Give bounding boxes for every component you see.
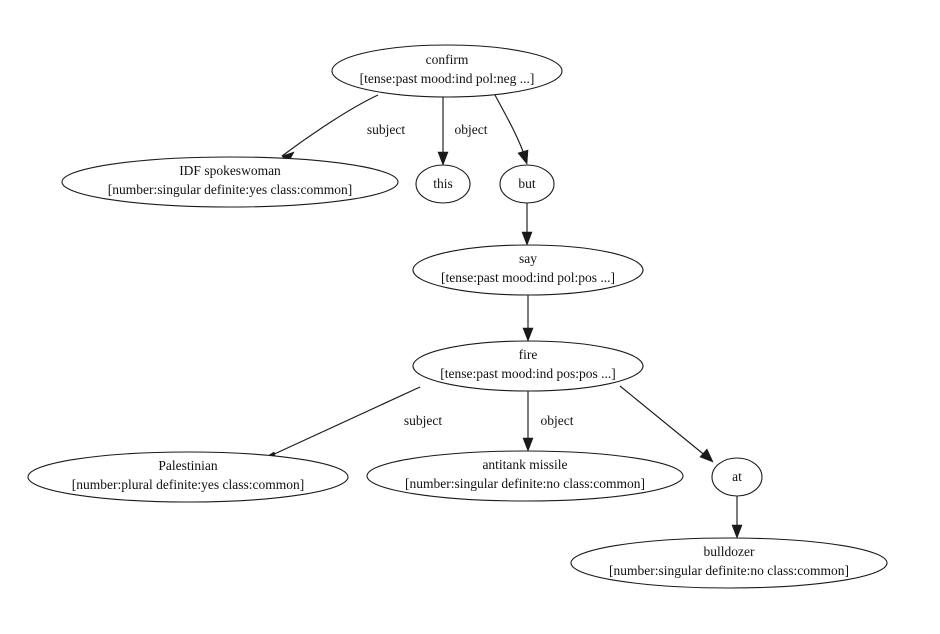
edges-layer: subject object subject object	[262, 94, 743, 539]
arrowhead-icon	[522, 327, 534, 342]
node-features: [number:singular definite:no class:commo…	[609, 563, 849, 578]
edge-at-bulldozer	[731, 496, 743, 539]
node-title: fire	[519, 347, 538, 362]
edge-fire-subject-palestinian: subject	[262, 386, 442, 463]
node-palestinian[interactable]: Palestinian [number:plural definite:yes c…	[27, 451, 349, 503]
node-title: this	[433, 176, 453, 191]
arrowhead-icon	[517, 149, 529, 165]
edge-label: object	[455, 122, 488, 137]
node-features: [tense:past mood:ind pos:pos ...]	[440, 366, 616, 381]
node-ellipse[interactable]	[61, 156, 399, 208]
arrowhead-icon	[521, 231, 533, 246]
edge-line	[281, 94, 379, 157]
node-ellipse[interactable]	[27, 451, 349, 503]
node-ellipse[interactable]	[412, 244, 644, 296]
node-bulldozer[interactable]: bulldozer [number:singular definite:no cl…	[570, 537, 888, 589]
node-ellipse[interactable]	[331, 44, 563, 98]
node-fire[interactable]: fire [tense:past mood:ind pos:pos ...]	[412, 340, 644, 392]
node-but[interactable]: but	[499, 164, 555, 204]
node-ellipse[interactable]	[366, 450, 684, 502]
node-say[interactable]: say [tense:past mood:ind pol:pos ...]	[412, 244, 644, 296]
node-features: [tense:past mood:ind pol:neg ...]	[360, 71, 535, 86]
edge-confirm-object-this: object	[437, 97, 488, 166]
node-this[interactable]: this	[415, 164, 471, 204]
node-antitank_missile[interactable]: antitank missile [number:singular definit…	[366, 450, 684, 502]
edge-label: subject	[367, 122, 405, 137]
arrowhead-icon	[699, 448, 714, 463]
node-features: [number:plural definite:yes class:common…	[72, 477, 304, 492]
edge-fire-at	[619, 385, 714, 463]
node-idf_spokeswoman[interactable]: IDF spokeswoman [number:singular definite…	[61, 156, 399, 208]
arrowhead-icon	[522, 437, 534, 452]
edge-label: subject	[404, 413, 442, 428]
node-confirm[interactable]: confirm [tense:past mood:ind pol:neg ...]	[331, 44, 563, 98]
node-ellipse[interactable]	[415, 164, 471, 204]
edge-line	[269, 386, 421, 457]
edge-say-fire	[522, 295, 534, 342]
edge-but-say	[521, 203, 533, 246]
node-title: antitank missile	[482, 457, 567, 472]
node-at[interactable]: at	[711, 457, 763, 497]
node-title: bulldozer	[704, 544, 755, 559]
node-title: but	[518, 176, 536, 191]
node-features: [tense:past mood:ind pol:pos ...]	[441, 270, 615, 285]
edge-fire-object-antitank: object	[522, 391, 574, 452]
nodes-layer: confirm [tense:past mood:ind pol:neg ...]…	[27, 44, 888, 589]
node-ellipse[interactable]	[412, 340, 644, 392]
node-features: [number:singular definite:yes class:comm…	[108, 182, 352, 197]
edge-confirm-but	[494, 94, 529, 165]
edge-line	[619, 385, 708, 458]
node-title: IDF spokeswoman	[179, 163, 281, 178]
node-title: Palestinian	[158, 458, 217, 473]
edge-confirm-subject-idf: subject	[281, 94, 405, 164]
node-features: [number:singular definite:no class:commo…	[405, 476, 645, 491]
arrowhead-icon	[731, 524, 743, 539]
edge-line	[494, 94, 526, 158]
node-title: at	[732, 469, 742, 484]
arrowhead-icon	[437, 151, 449, 166]
node-ellipse[interactable]	[499, 164, 555, 204]
edge-label: object	[541, 413, 574, 428]
node-ellipse[interactable]	[711, 457, 763, 497]
node-ellipse[interactable]	[570, 537, 888, 589]
node-title: say	[519, 251, 537, 266]
node-title: confirm	[426, 52, 469, 67]
